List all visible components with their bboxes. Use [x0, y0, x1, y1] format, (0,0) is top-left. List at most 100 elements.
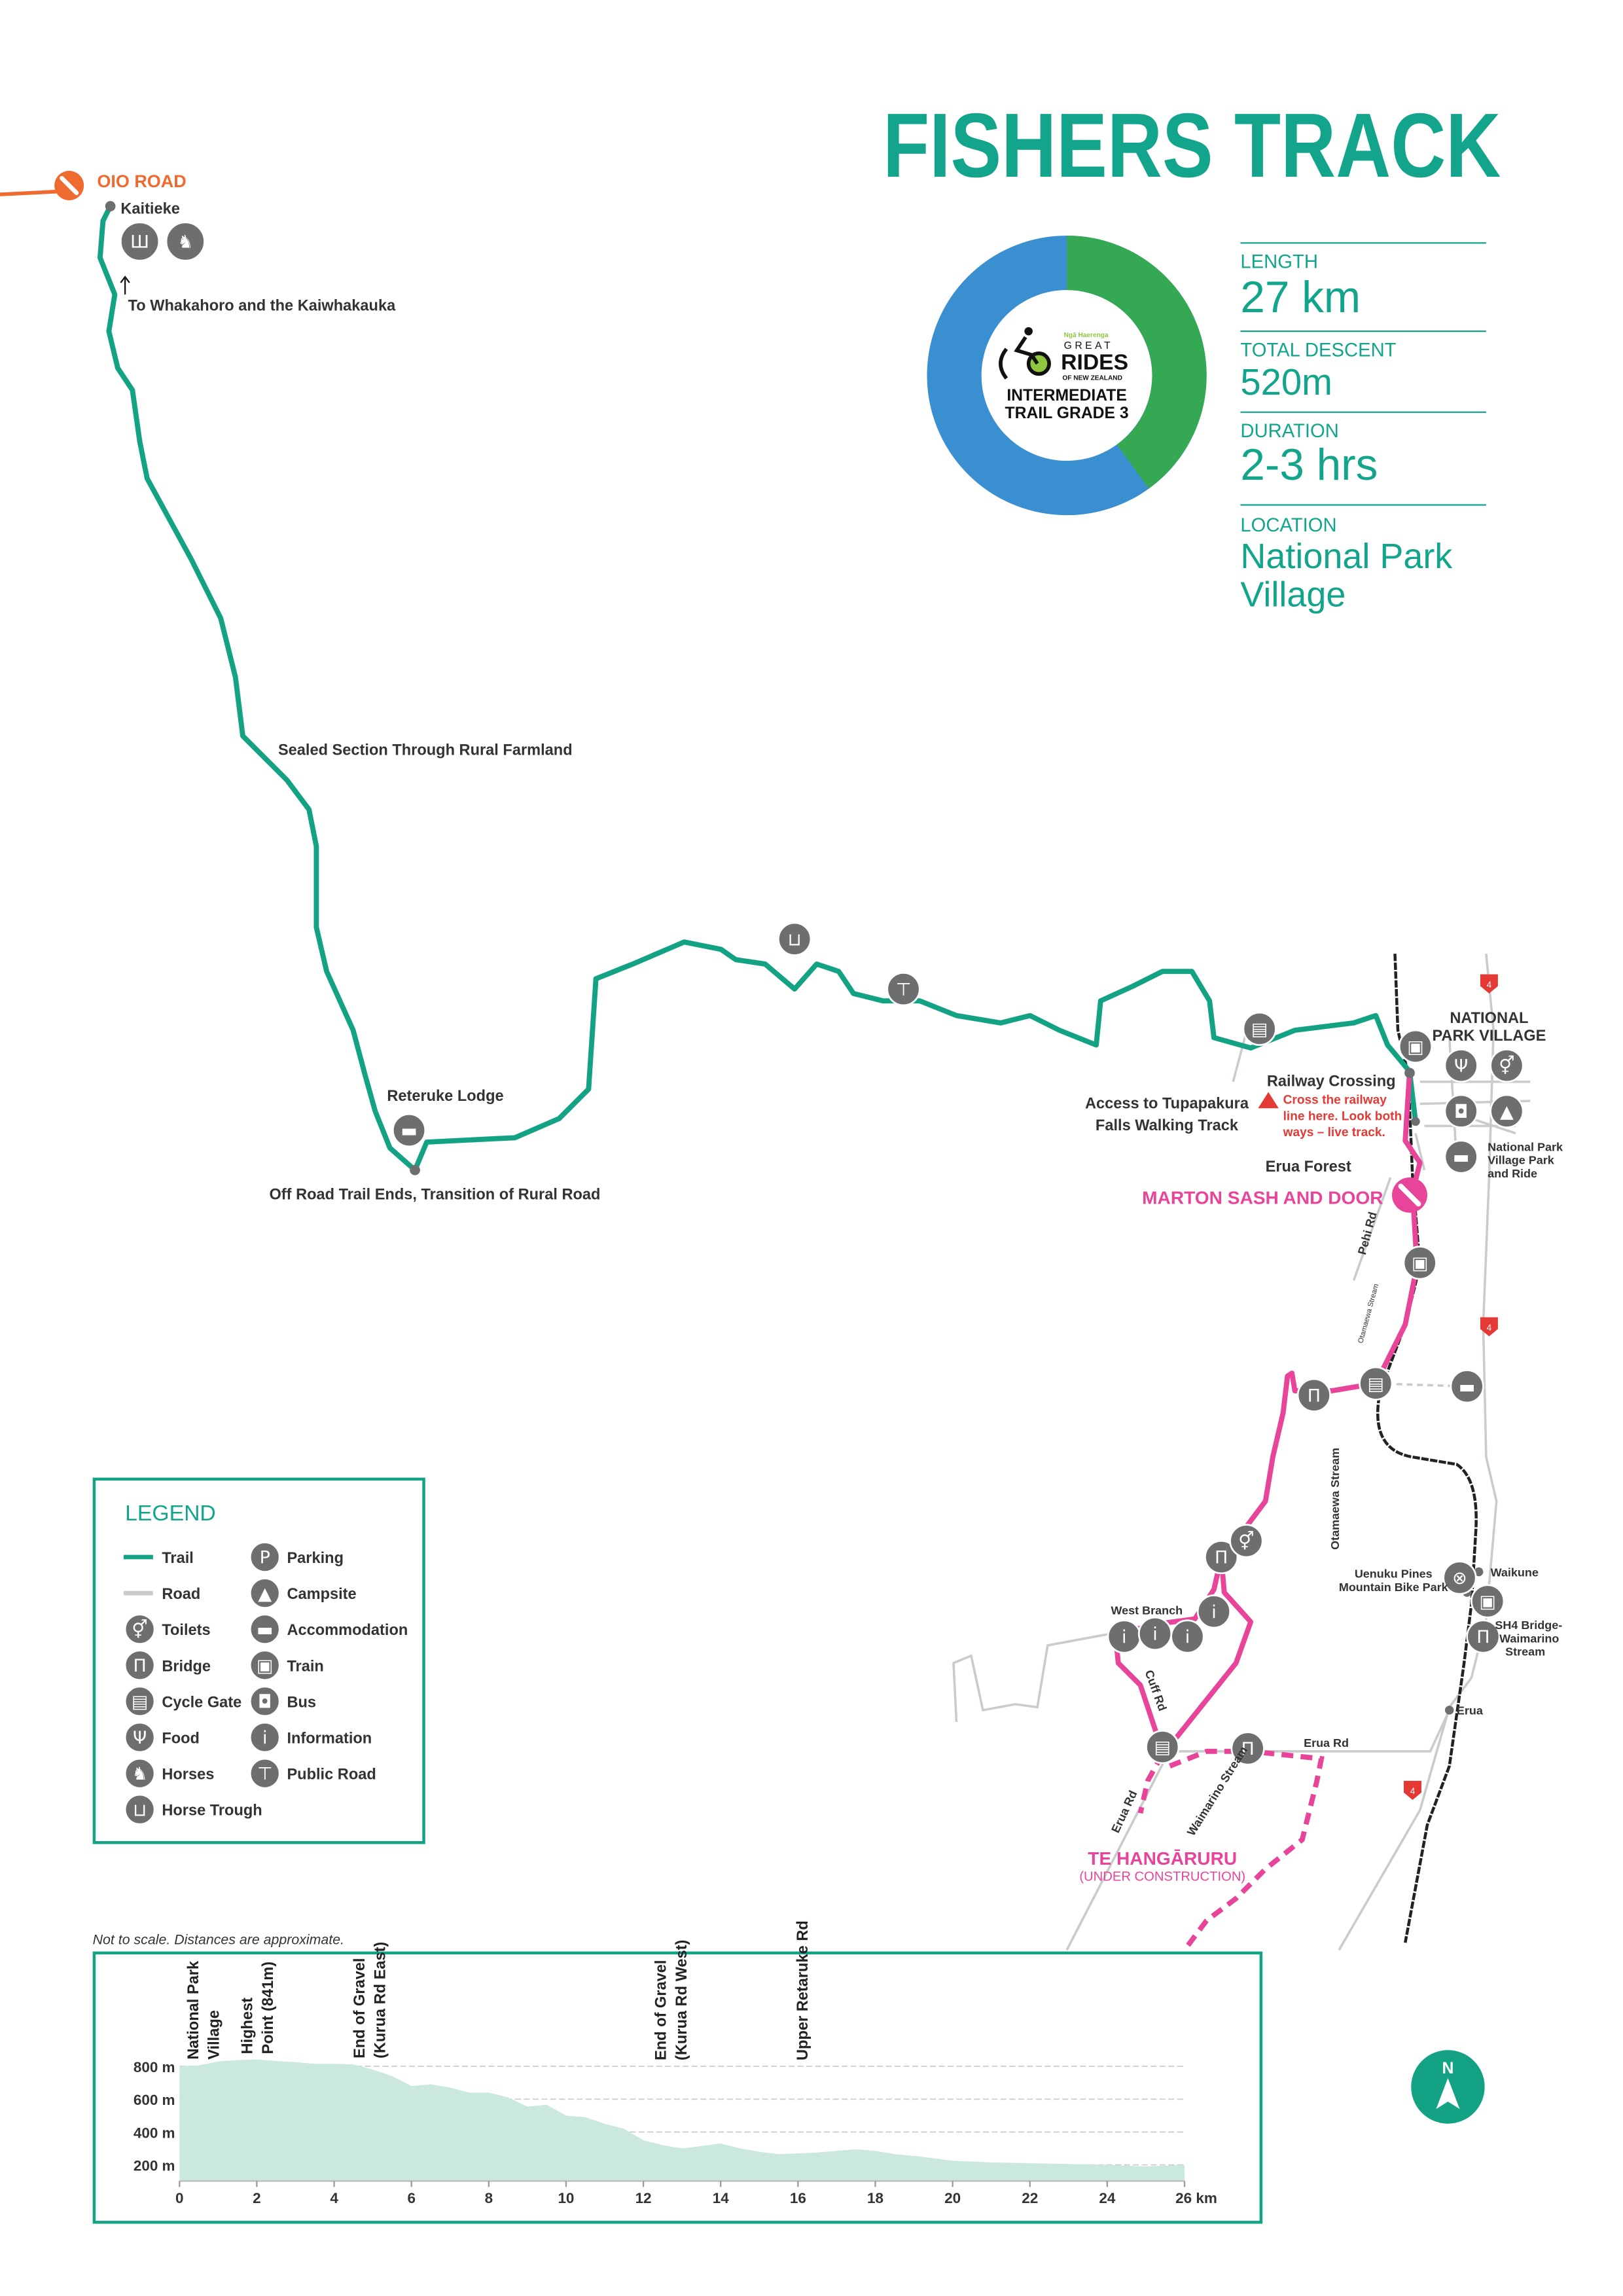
legend-label: Parking	[287, 1550, 344, 1567]
profile-annotation: Point (841m)	[260, 1962, 277, 2054]
stat-value-length: 27 km	[1240, 273, 1361, 322]
svg-text:⊤: ⊤	[257, 1764, 273, 1784]
label-park-ride-3: and Ride	[1488, 1167, 1537, 1180]
train-icon[interactable]: ▣	[1402, 1246, 1437, 1280]
brand-great: GREAT	[1064, 340, 1113, 351]
label-sh4-3: Stream	[1505, 1645, 1545, 1659]
label-warning-1: Cross the railway	[1283, 1094, 1387, 1107]
label-erua-rd-v: Erua Rd	[1109, 1789, 1139, 1835]
svg-text:Π: Π	[1308, 1386, 1321, 1406]
horses-icon[interactable]: ♞	[165, 221, 205, 262]
svg-text:⚥: ⚥	[1499, 1056, 1514, 1077]
svg-text:⚥: ⚥	[1238, 1531, 1254, 1552]
cycle-gate-icon[interactable]: ▤	[1145, 1730, 1180, 1765]
legend-label: Food	[162, 1730, 200, 1747]
accommodation-icon[interactable]: ▬	[1450, 1369, 1484, 1404]
svg-text:▤: ▤	[1154, 1738, 1171, 1758]
bridge-icon[interactable]: Π	[1230, 1731, 1265, 1766]
sh4-shield-icon: 4	[1403, 1780, 1421, 1801]
scale-note: Not to scale. Distances are approximate.	[93, 1931, 344, 1947]
profile-annotation: End of Gravel	[653, 1960, 670, 2060]
information-icon[interactable]: i	[1196, 1594, 1232, 1629]
bridge-icon[interactable]: Π	[1466, 1619, 1501, 1654]
bus-icon[interactable]: ◘	[1444, 1094, 1478, 1128]
museum-icon[interactable]: Ш	[120, 221, 160, 262]
label-railway-crossing: Railway Crossing	[1267, 1073, 1396, 1090]
legend-label: Toilets	[162, 1622, 210, 1639]
svg-text:⊤: ⊤	[896, 980, 912, 1000]
information-icon[interactable]: i	[1170, 1619, 1205, 1654]
label-warning-3: ways – live track.	[1283, 1126, 1385, 1139]
train-icon[interactable]: ▣	[1471, 1584, 1505, 1619]
label-otamaewa-1: Otamaewa Stream	[1357, 1283, 1380, 1344]
x-tick-label: 6	[407, 2190, 416, 2206]
information-icon: i	[249, 1721, 281, 1753]
label-marton: MARTON SASH AND DOOR	[1142, 1187, 1383, 1208]
information-icon[interactable]: i	[1107, 1619, 1141, 1654]
campsite-icon: ▲	[249, 1577, 281, 1609]
svg-text:▬: ▬	[1453, 1147, 1469, 1168]
svg-text:⚥: ⚥	[132, 1619, 147, 1640]
bridge-icon[interactable]: Π	[1204, 1539, 1239, 1575]
label-uenuku-2: Mountain Bike Park	[1339, 1581, 1449, 1594]
legend-title: LEGEND	[125, 1501, 216, 1526]
toilets-icon[interactable]: ⚥	[1489, 1049, 1524, 1083]
svg-text:i: i	[1152, 1624, 1158, 1645]
profile-annotation: End of Gravel	[351, 1958, 368, 2058]
horse-trough-icon[interactable]: ⊔	[777, 922, 812, 956]
label-to-whakahoro: To Whakahoro and the Kaiwhakauka	[128, 298, 396, 315]
svg-text:P: P	[260, 1548, 270, 1568]
grade-line1: INTERMEDIATE	[1007, 387, 1127, 404]
cycling-icon[interactable]: ⊗	[1442, 1560, 1477, 1595]
accommodation-icon: ▬	[249, 1613, 281, 1645]
legend-label: Bus	[287, 1694, 316, 1711]
stat-label-length: LENGTH	[1240, 251, 1318, 272]
x-tick-label: 14	[713, 2190, 729, 2206]
accommodation-icon[interactable]: ▬	[391, 1113, 427, 1148]
svg-text:♞: ♞	[132, 1764, 148, 1784]
svg-text:Π: Π	[133, 1656, 146, 1676]
public-road-icon[interactable]: ⊤	[886, 972, 921, 1007]
stat-value-descent: 520m	[1240, 361, 1332, 403]
food-icon[interactable]: Ψ	[1444, 1049, 1478, 1083]
svg-text:⊔: ⊔	[788, 929, 802, 950]
legend-item-accommodation: ▬ Accommodation	[249, 1613, 408, 1645]
label-pehi-rd: Pehi Rd	[1355, 1210, 1380, 1256]
svg-text:4: 4	[1487, 1323, 1492, 1333]
bridge-icon[interactable]: Π	[1296, 1378, 1331, 1412]
svg-text:◘: ◘	[258, 1692, 272, 1712]
legend-item-train: ▣Train	[249, 1649, 324, 1681]
svg-text:▬: ▬	[1459, 1377, 1475, 1397]
grade-ring-green	[927, 235, 1207, 516]
x-tick-label: 16	[790, 2190, 806, 2206]
svg-text:▤: ▤	[1251, 1020, 1268, 1040]
campsite-icon[interactable]: ▲	[1489, 1094, 1524, 1128]
label-sh4-2: Waimarino	[1499, 1632, 1559, 1645]
cycle-gate-icon[interactable]: ▤	[1242, 1011, 1277, 1046]
svg-text:▲: ▲	[1500, 1102, 1514, 1122]
horses-icon: ♞	[124, 1757, 156, 1789]
legend-label: Horses	[162, 1767, 214, 1784]
oio-road-link-icon[interactable]	[54, 171, 84, 201]
profile-annotation: Village	[205, 2010, 223, 2060]
cycle-gate-icon[interactable]: ▤	[1359, 1366, 1393, 1401]
road-oio	[0, 189, 60, 196]
marton-link-icon[interactable]	[1391, 1177, 1427, 1213]
stat-value-location-2: Village	[1240, 575, 1346, 615]
legend-item-campsite: ▲ Campsite	[249, 1577, 357, 1609]
profile-annotation: Highest	[240, 1998, 257, 2054]
accommodation-icon[interactable]: ▬	[1444, 1139, 1478, 1174]
toilets-icon[interactable]: ⚥	[1229, 1524, 1264, 1558]
information-icon[interactable]: i	[1137, 1616, 1173, 1651]
x-tick-label: 4	[330, 2190, 338, 2206]
legend-label: Accommodation	[287, 1622, 408, 1639]
svg-text:i: i	[1122, 1627, 1127, 1647]
train-icon[interactable]: ▣	[1398, 1029, 1433, 1064]
svg-text:▣: ▣	[1479, 1592, 1495, 1612]
legend-item-toilets: ⚥ Toilets	[124, 1613, 211, 1645]
brand-rides: RIDES	[1061, 350, 1128, 375]
trail-fishers-track[interactable]	[97, 205, 1418, 1173]
legend-label: Campsite	[287, 1586, 356, 1603]
label-sealed-section: Sealed Section Through Rural Farmland	[278, 742, 573, 759]
